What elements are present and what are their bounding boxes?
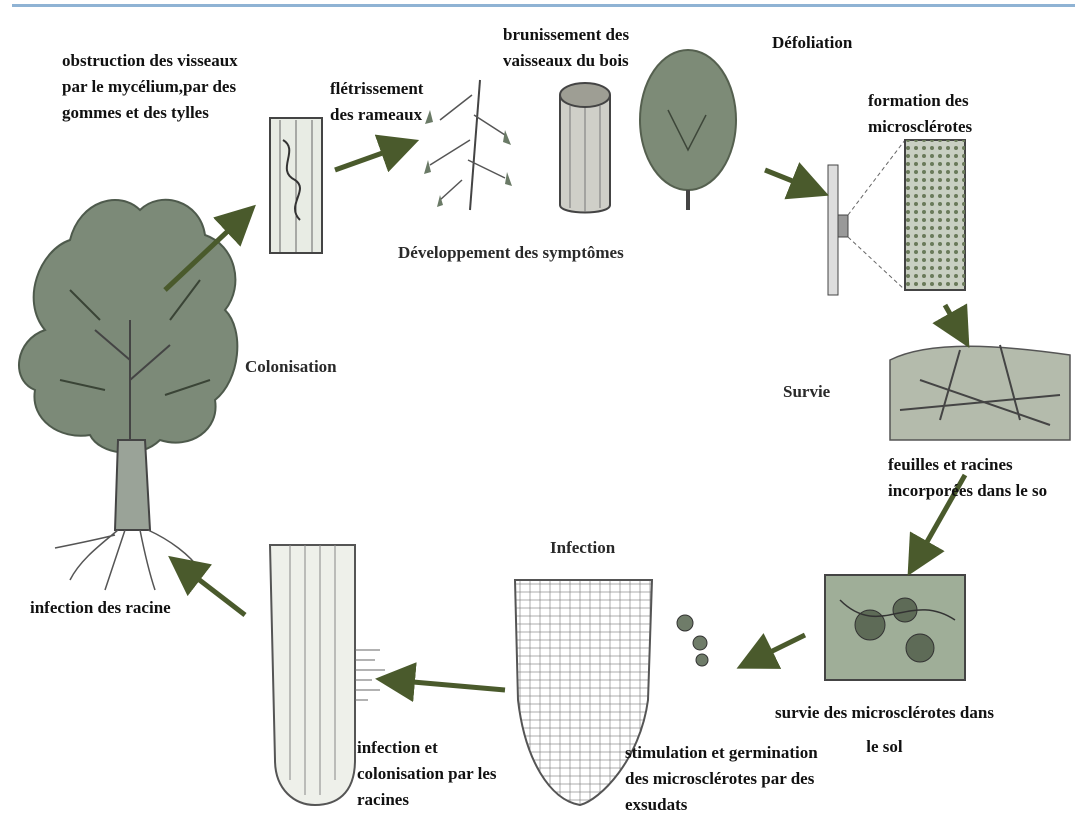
label-stimulation-line-2: des microsclérotes par des [625,766,818,792]
stage-survie: Survie [783,382,830,402]
stage-developpement: Développement des symptômes [398,243,624,263]
label-formation-line-2: microsclérotes [868,114,972,140]
label-formation: formation des microsclérotes [868,88,972,140]
label-obstruction: obstruction des visseaux par le mycélium… [62,48,238,126]
label-defoliation: Défoliation [772,30,852,56]
label-fletrissement: flétrissement des rameaux [330,76,423,128]
label-stimulation-line-3: exsudats [625,792,818,818]
label-feuilles-line-1: feuilles et racines [888,452,1047,478]
label-formation-line-1: formation des [868,88,972,114]
stage-colonisation: Colonisation [245,357,337,377]
label-infection-colonisation-line-3: racines [357,787,496,813]
arrow-stem-to-wilting [335,145,405,170]
label-infection-colonisation-line-1: infection et [357,735,496,761]
soil-microsclerotia [825,575,965,680]
label-survie-sol-line-1: survie des microsclérotes dans [775,700,994,726]
arrow-roottip-to-colonised-root [390,680,505,690]
label-brunissement-line-2: vaisseaux du bois [503,48,629,74]
arrow-root-to-tree [180,565,245,615]
arrow-formation-to-survie [945,305,962,335]
plant-debris [890,345,1070,440]
microsclerotia-panel [828,140,965,295]
stage-infection: Infection [550,538,615,558]
label-stimulation: stimulation et germination des microsclé… [625,740,818,822]
label-obstruction-line-3: gommes et des tylles [62,100,238,126]
germinating-microsclerotia [677,615,708,666]
label-brunissement: brunissement des vaisseaux du bois [503,22,629,74]
label-feuilles: feuilles et racines incorporées dans le … [888,452,1047,504]
label-fletrissement-line-1: flétrissement [330,76,423,102]
defoliating-tree [640,50,736,210]
label-fletrissement-line-2: des rameaux [330,102,423,128]
label-infection-racine: infection des racine [30,595,171,621]
label-infection-colonisation: infection et colonisation par les racine… [357,735,496,813]
label-stimulation-line-1: stimulation et germination [625,740,818,766]
label-obstruction-line-1: obstruction des visseaux [62,48,238,74]
label-obstruction-line-2: par le mycélium,par des [62,74,238,100]
wilting-branch [424,80,512,210]
colonised-tree [19,200,237,590]
label-feuilles-line-2: incorporées dans le so [888,478,1047,504]
arrow-defoliation-to-formation [765,170,815,190]
arrow-soil-to-germination [750,635,805,662]
label-infection-colonisation-line-2: colonisation par les [357,761,496,787]
stem-section [270,118,322,253]
wood-vessels [560,83,610,213]
label-brunissement-line-1: brunissement des [503,22,629,48]
